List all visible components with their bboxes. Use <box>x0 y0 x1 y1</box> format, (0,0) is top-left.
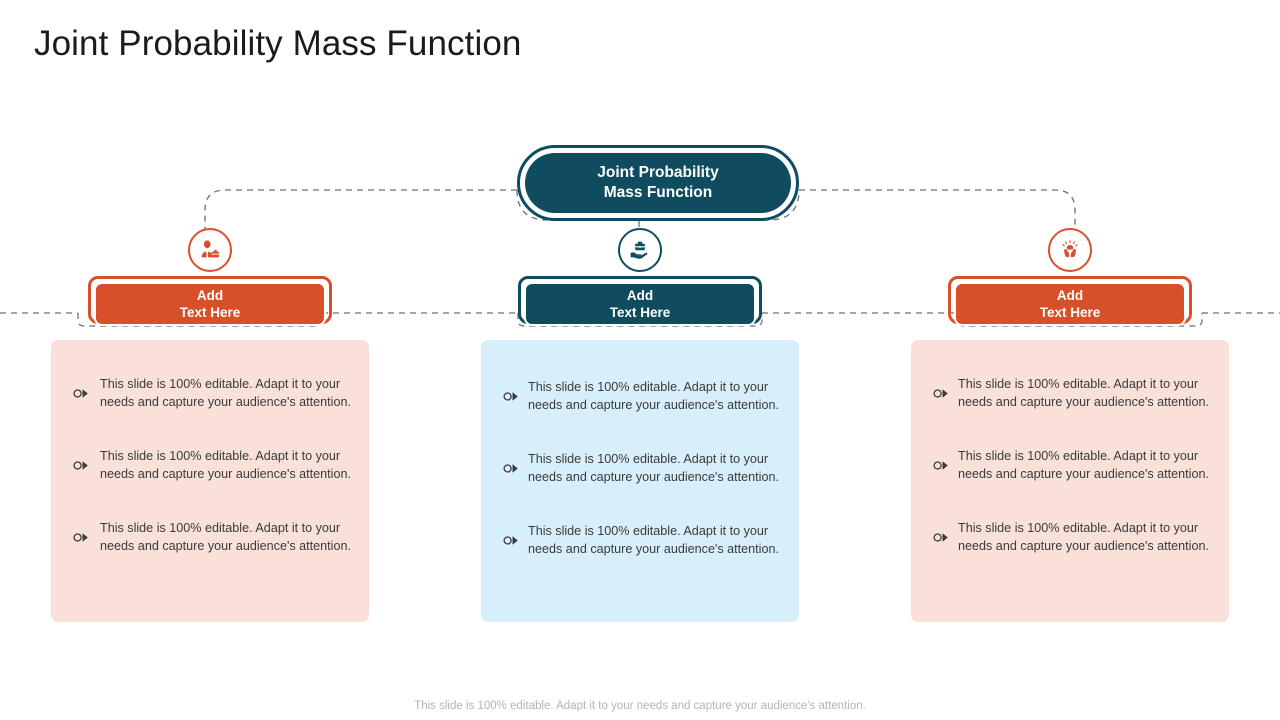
list-item-text: This slide is 100% editable. Adapt it to… <box>100 449 351 481</box>
circle-chevron-bullet-icon <box>933 532 953 543</box>
list-item-text: This slide is 100% editable. Adapt it to… <box>100 377 351 409</box>
branch-header-box-3: Add Text Here <box>954 282 1186 326</box>
list-item: This slide is 100% editable. Adapt it to… <box>73 366 351 420</box>
list-item-text: This slide is 100% editable. Adapt it to… <box>958 521 1209 553</box>
branch-header-label-2: Add Text Here <box>609 287 671 320</box>
branch-header-box-2: Add Text Here <box>524 282 756 326</box>
branch-header-3[interactable]: Add Text Here <box>948 276 1192 326</box>
list-item: This slide is 100% editable. Adapt it to… <box>933 510 1211 564</box>
list-item-text: This slide is 100% editable. Adapt it to… <box>100 521 351 553</box>
hand-holding-briefcase-icon[interactable] <box>618 228 662 272</box>
central-node[interactable]: Joint Probability Mass Function <box>517 145 799 221</box>
circle-chevron-bullet-icon <box>503 535 523 546</box>
hands-holding-idea-icon[interactable] <box>1048 228 1092 272</box>
branch-column-1: Add Text Here This slide is 100% editabl… <box>10 0 410 720</box>
list-item: This slide is 100% editable. Adapt it to… <box>503 369 781 423</box>
list-item: This slide is 100% editable. Adapt it to… <box>503 513 781 567</box>
branch-header-1[interactable]: Add Text Here <box>88 276 332 326</box>
circle-chevron-bullet-icon <box>503 463 523 474</box>
circle-chevron-bullet-icon <box>73 460 93 471</box>
list-item-text: This slide is 100% editable. Adapt it to… <box>958 449 1209 481</box>
list-item-text: This slide is 100% editable. Adapt it to… <box>528 524 779 556</box>
branch-column-3: Add Text Here This slide is 100% editabl… <box>870 0 1270 720</box>
central-node-body: Joint Probability Mass Function <box>525 153 791 213</box>
list-item: This slide is 100% editable. Adapt it to… <box>73 438 351 492</box>
circle-chevron-bullet-icon <box>73 388 93 399</box>
branch-panel-3: This slide is 100% editable. Adapt it to… <box>911 340 1229 622</box>
circle-chevron-bullet-icon <box>503 391 523 402</box>
list-item: This slide is 100% editable. Adapt it to… <box>503 441 781 495</box>
list-item-text: This slide is 100% editable. Adapt it to… <box>958 377 1209 409</box>
branch-header-label-3: Add Text Here <box>1039 287 1101 320</box>
circle-chevron-bullet-icon <box>933 460 953 471</box>
branch-header-2[interactable]: Add Text Here <box>518 276 762 326</box>
circle-chevron-bullet-icon <box>73 532 93 543</box>
central-node-label: Joint Probability Mass Function <box>597 164 719 201</box>
list-item: This slide is 100% editable. Adapt it to… <box>933 366 1211 420</box>
list-item-text: This slide is 100% editable. Adapt it to… <box>528 452 779 484</box>
businessman-icon[interactable] <box>188 228 232 272</box>
page-title: Joint Probability Mass Function <box>34 24 522 63</box>
footer-note: This slide is 100% editable. Adapt it to… <box>414 700 866 712</box>
branch-panel-1: This slide is 100% editable. Adapt it to… <box>51 340 369 622</box>
list-item: This slide is 100% editable. Adapt it to… <box>73 510 351 564</box>
branch-column-2: Add Text Here This slide is 100% editabl… <box>440 0 840 720</box>
list-item-text: This slide is 100% editable. Adapt it to… <box>528 380 779 412</box>
list-item: This slide is 100% editable. Adapt it to… <box>933 438 1211 492</box>
circle-chevron-bullet-icon <box>933 388 953 399</box>
branch-header-label-1: Add Text Here <box>179 287 241 320</box>
branch-header-box-1: Add Text Here <box>94 282 326 326</box>
branch-panel-2: This slide is 100% editable. Adapt it to… <box>481 340 799 622</box>
